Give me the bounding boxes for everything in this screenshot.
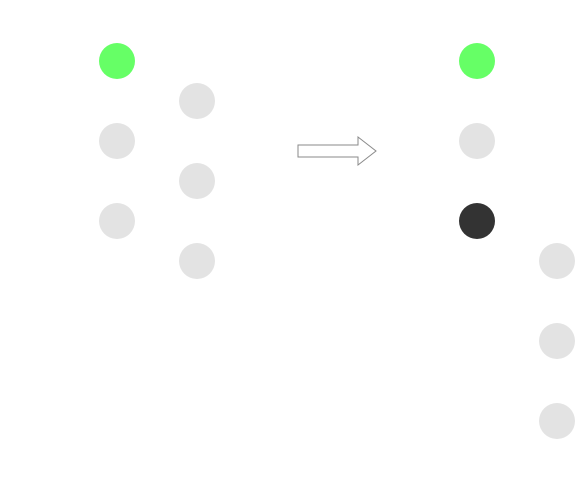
after-node-a3 (459, 203, 495, 239)
after-node-a6 (539, 403, 575, 439)
after-node-a4 (539, 243, 575, 279)
after-node-a2 (459, 123, 495, 159)
after-node-a5 (539, 323, 575, 359)
before-state-group (99, 43, 215, 279)
before-node-b1 (99, 43, 135, 79)
after-node-a1 (459, 43, 495, 79)
right-arrow-icon (297, 135, 377, 167)
before-node-b6 (179, 243, 215, 279)
before-node-b2 (179, 83, 215, 119)
before-node-b4 (179, 163, 215, 199)
before-node-b3 (99, 123, 135, 159)
right-arrow-shape (297, 135, 377, 167)
after-state-group (459, 43, 575, 439)
before-node-b5 (99, 203, 135, 239)
